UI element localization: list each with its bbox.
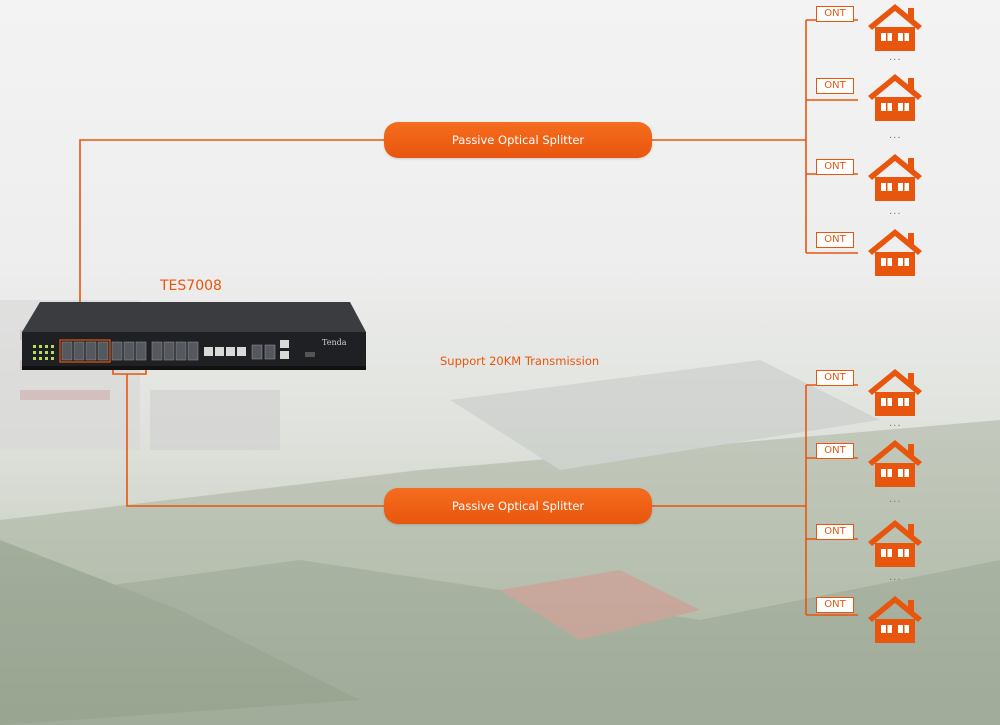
line-device-to-splitter-top: [79, 139, 384, 340]
ellipsis: ...: [889, 206, 902, 217]
ont-label: ONT: [816, 443, 854, 459]
ont-label: ONT: [816, 524, 854, 540]
transmission-caption: Support 20KM Transmission: [440, 354, 600, 368]
ont-label: ONT: [816, 370, 854, 386]
house-icon: [866, 225, 924, 281]
ont-label: ONT: [816, 159, 854, 175]
port-highlight: [59, 339, 111, 363]
ont-label: ONT: [816, 6, 854, 22]
house-icon: [866, 592, 924, 648]
ellipsis: ...: [889, 130, 902, 141]
house-icon: [866, 436, 924, 492]
ellipsis: ...: [889, 52, 902, 63]
ont-label: ONT: [816, 232, 854, 248]
device-model-label: TES7008: [160, 278, 222, 294]
ellipsis: ...: [889, 494, 902, 505]
ellipsis: ...: [889, 418, 902, 429]
house-icon: [866, 516, 924, 572]
house-icon: [866, 365, 924, 421]
ont-label: ONT: [816, 78, 854, 94]
house-icon: [866, 0, 924, 56]
house-icon: [866, 150, 924, 206]
line-device-to-splitter-bottom: [126, 374, 384, 507]
ellipsis: ...: [889, 572, 902, 583]
splitter-top: Passive Optical Splitter: [384, 122, 652, 158]
splitter-bottom: Passive Optical Splitter: [384, 488, 652, 524]
port-bracket: [112, 368, 147, 375]
olt-switch-icon: [22, 302, 366, 370]
ont-label: ONT: [816, 597, 854, 613]
background-landscape: [0, 300, 1000, 725]
device-brand: Tenda: [322, 338, 347, 347]
house-icon: [866, 70, 924, 126]
